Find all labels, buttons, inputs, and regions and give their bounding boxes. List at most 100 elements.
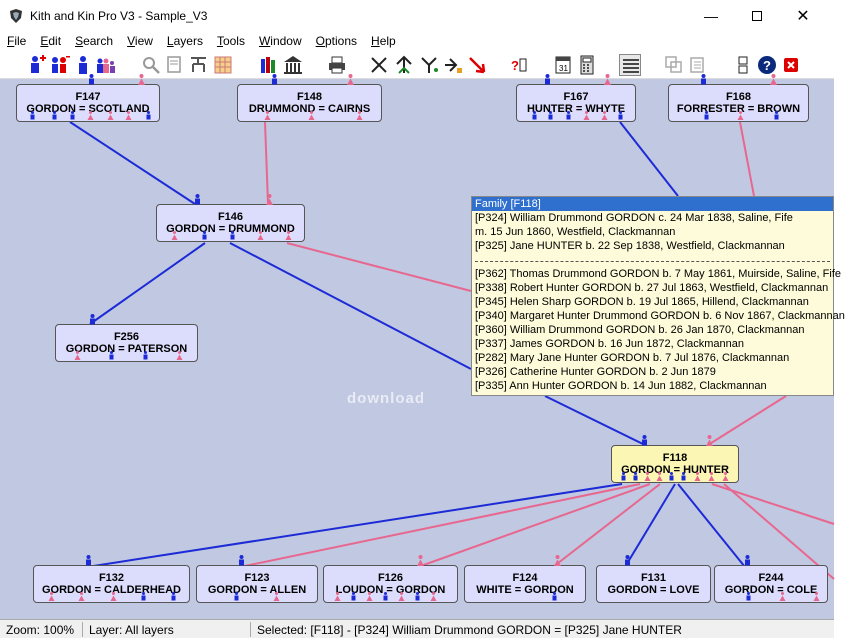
menu-help[interactable]: Help xyxy=(371,34,396,48)
pointer-button[interactable] xyxy=(466,54,488,76)
layout-1-button[interactable] xyxy=(368,54,390,76)
printer-icon xyxy=(329,56,345,74)
maximize-button[interactable] xyxy=(734,0,780,31)
chart-button[interactable] xyxy=(212,54,234,76)
popup-title: Family [F118] xyxy=(472,197,833,211)
status-divider xyxy=(82,622,83,637)
books-button[interactable] xyxy=(258,54,280,76)
family-box-f124[interactable]: F124 WHITE = GORDON xyxy=(464,555,586,603)
layout-4-button[interactable] xyxy=(442,54,464,76)
popup-child-line: [P337] James GORDON b. 16 Jun 1872, Clac… xyxy=(475,338,745,350)
female-child-icon xyxy=(813,592,820,601)
family-box-f244[interactable]: F244 GORDON = COLE xyxy=(714,555,828,603)
menu-search[interactable]: Search xyxy=(75,34,114,48)
male-child-icon xyxy=(746,592,751,601)
link-f118-right-2 xyxy=(723,483,835,580)
female-child-icon xyxy=(644,472,651,481)
svg-text:?: ? xyxy=(511,58,519,73)
menu-file[interactable]: File xyxy=(7,34,27,48)
archive-button[interactable] xyxy=(282,54,304,76)
zoom-button[interactable] xyxy=(140,54,162,76)
close-icon: ✕ xyxy=(796,7,810,25)
grid-chart-icon xyxy=(214,56,232,74)
branch-icon xyxy=(371,57,387,73)
male-child-icon xyxy=(146,111,151,120)
menu-window[interactable]: Window xyxy=(258,34,302,48)
close-button[interactable]: ✕ xyxy=(780,0,826,31)
add-family-button[interactable] xyxy=(49,54,71,76)
print-button[interactable] xyxy=(326,54,348,76)
popup-child-line: [P335] Ann Hunter GORDON b. 14 Jun 1882,… xyxy=(475,380,767,392)
female-child-icon xyxy=(171,231,178,240)
calendar-button[interactable]: 31 xyxy=(552,54,574,76)
male-parent-icon xyxy=(701,74,706,85)
building-icon xyxy=(284,56,302,74)
male-child-icon xyxy=(30,111,35,120)
menu-view[interactable]: View xyxy=(127,34,153,48)
family-box-f167[interactable]: F167 HUNTER = WHYTE xyxy=(516,74,636,122)
family-box-f123[interactable]: F123 GORDON = ALLEN xyxy=(196,555,318,603)
layout-2-button[interactable] xyxy=(393,54,415,76)
link-f147-f146 xyxy=(69,121,196,205)
help-button[interactable]: ? xyxy=(756,54,778,76)
family-box-f147[interactable]: F147 GORDON = SCOTLAND xyxy=(16,74,160,122)
family-box-f256[interactable]: F256 GORDON = PATERSON xyxy=(55,314,198,362)
male-child-icon xyxy=(552,592,557,601)
layout-3-button[interactable] xyxy=(418,54,440,76)
family-box-f118[interactable]: F118 GORDON = HUNTER xyxy=(611,435,739,483)
family-tree-canvas[interactable]: F147 GORDON = SCOTLAND F148 DRUMMOND = C… xyxy=(0,74,835,619)
male-child-icon xyxy=(415,592,420,601)
tree-button[interactable] xyxy=(188,54,210,76)
female-child-icon xyxy=(264,111,271,120)
red-arrow-icon xyxy=(469,57,486,74)
family-names: GORDON = PATERSON xyxy=(65,343,188,355)
female-parent-icon xyxy=(554,555,561,566)
menu-tools[interactable]: Tools xyxy=(216,34,245,48)
menu-edit[interactable]: Edit xyxy=(40,34,62,48)
family-id: F147 xyxy=(75,91,101,103)
link-f146-f256 xyxy=(89,242,206,325)
female-child-icon xyxy=(334,592,341,601)
stack-icon xyxy=(738,56,748,74)
copy-button[interactable] xyxy=(663,54,685,76)
menu-options[interactable]: Options xyxy=(315,34,358,48)
female-child-icon xyxy=(176,351,183,360)
list-view-button[interactable] xyxy=(619,54,641,76)
status-divider xyxy=(250,622,251,637)
family-id: F126 xyxy=(377,572,404,584)
svg-text:31: 31 xyxy=(559,64,568,73)
female-parent-icon xyxy=(417,555,424,566)
family-box-f148[interactable]: F148 DRUMMOND = CAIRNS xyxy=(237,74,382,122)
calculator-button[interactable] xyxy=(576,54,598,76)
family-box-f126[interactable]: F126 LOUDON = GORDON xyxy=(323,555,458,603)
popup-child-line: [P345] Helen Sharp GORDON b. 19 Jul 1865… xyxy=(475,296,809,308)
add-person-button[interactable] xyxy=(26,54,48,76)
male-parent-icon xyxy=(195,194,200,205)
family-box-f146[interactable]: F146 GORDON = DRUMMOND xyxy=(156,194,305,242)
male-child-icon xyxy=(202,231,207,240)
find-button[interactable] xyxy=(164,54,186,76)
family-box-f132[interactable]: F132 GORDON = CALDERHEAD xyxy=(33,555,190,603)
family-group-button[interactable] xyxy=(95,54,117,76)
female-child-icon xyxy=(285,231,292,240)
male-child-icon xyxy=(52,111,57,120)
paste-button[interactable] xyxy=(687,54,709,76)
male-parent-icon xyxy=(239,555,244,566)
unknown-button[interactable]: ? xyxy=(508,54,530,76)
female-parent-icon xyxy=(770,74,777,85)
female-parent-icon xyxy=(347,74,354,85)
male-child-icon xyxy=(70,111,75,120)
minimize-button[interactable]: — xyxy=(688,0,734,31)
female-child-icon xyxy=(125,111,132,120)
family-box-f131[interactable]: F131 GORDON = LOVE xyxy=(596,555,711,603)
family-names: GORDON = HUNTER xyxy=(621,464,729,476)
exit-button[interactable] xyxy=(780,54,802,76)
add-person-icon xyxy=(31,55,46,73)
male-button[interactable] xyxy=(72,54,94,76)
family-id: F256 xyxy=(113,331,140,343)
female-parent-icon xyxy=(138,74,145,85)
tall-view-button[interactable] xyxy=(732,54,754,76)
menu-layers[interactable]: Layers xyxy=(166,34,203,48)
family-box-f168[interactable]: F168 FORRESTER = BROWN xyxy=(668,74,809,122)
male-child-icon xyxy=(669,472,674,481)
